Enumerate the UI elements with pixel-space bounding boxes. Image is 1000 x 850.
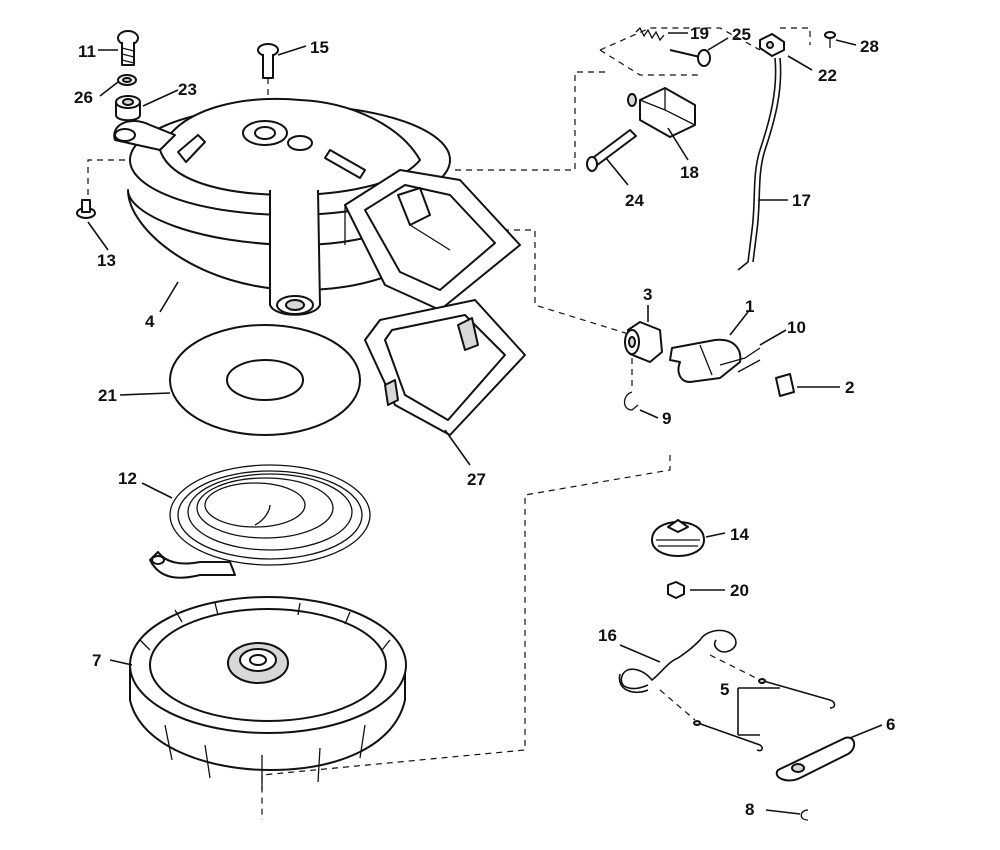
label-24: 24 xyxy=(625,191,644,210)
label-12: 12 xyxy=(118,469,137,488)
handle-part-1 xyxy=(669,338,742,383)
nut-part-20 xyxy=(667,581,685,599)
label-21: 21 xyxy=(98,386,117,405)
leader-lines xyxy=(87,32,883,815)
pulley-part-7 xyxy=(129,596,407,790)
link-rod-part-17 xyxy=(737,57,782,271)
label-27: 27 xyxy=(467,470,486,489)
pawl-part-6 xyxy=(775,736,856,782)
label-13: 13 xyxy=(97,251,116,270)
dashed-alignment-lines xyxy=(87,27,811,820)
label-9: 9 xyxy=(662,409,671,428)
screw-part-11 xyxy=(117,30,139,66)
rewind-spring-part-12 xyxy=(149,464,371,579)
label-23: 23 xyxy=(178,80,197,99)
label-5: 5 xyxy=(720,680,729,699)
label-10: 10 xyxy=(787,318,806,337)
label-18: 18 xyxy=(680,163,699,182)
spring-clip-part-10 xyxy=(719,347,761,373)
label-8: 8 xyxy=(745,800,754,819)
bushing-part-23 xyxy=(115,95,141,122)
pawl-link-part-5 xyxy=(693,678,836,752)
label-3: 3 xyxy=(643,285,652,304)
label-11: 11 xyxy=(78,42,96,61)
clip-part-8 xyxy=(800,809,809,821)
rope-guide-bracket xyxy=(344,169,521,311)
pin-part-24 xyxy=(586,129,637,172)
label-25: 25 xyxy=(732,25,751,44)
label-20: 20 xyxy=(730,581,749,600)
label-28: 28 xyxy=(860,37,879,56)
label-1: 1 xyxy=(745,297,754,316)
label-7: 7 xyxy=(92,651,101,670)
bushing-part-3 xyxy=(624,321,663,363)
label-19: 19 xyxy=(690,24,709,43)
label-22: 22 xyxy=(818,66,837,85)
clamp-part-22 xyxy=(759,33,785,57)
spring-part-19 xyxy=(635,26,665,42)
washer-disc-part-21 xyxy=(169,324,361,436)
label-14: 14 xyxy=(730,525,749,544)
spring-part-16 xyxy=(618,629,737,694)
label-2: 2 xyxy=(845,378,854,397)
label-26: 26 xyxy=(74,88,93,107)
screw-part-28 xyxy=(824,31,836,48)
callout-labels: 11 15 26 23 13 4 19 25 28 22 18 24 17 3 … xyxy=(74,24,895,819)
insert-part-2 xyxy=(775,373,795,397)
rivet-part-13 xyxy=(76,199,96,219)
label-16: 16 xyxy=(598,626,617,645)
mounting-frame-part-27 xyxy=(364,299,526,436)
label-4: 4 xyxy=(145,312,155,331)
lockout-slide-part-18 xyxy=(627,87,696,138)
label-6: 6 xyxy=(886,715,895,734)
washer-part-26 xyxy=(117,74,137,86)
screw-part-15 xyxy=(257,43,279,79)
starter-housing-part-4 xyxy=(113,97,456,316)
cap-part-14 xyxy=(651,519,705,557)
label-15: 15 xyxy=(310,38,329,57)
ring-part-9 xyxy=(623,391,639,411)
label-17: 17 xyxy=(792,191,811,210)
pin-part-25 xyxy=(669,49,711,67)
